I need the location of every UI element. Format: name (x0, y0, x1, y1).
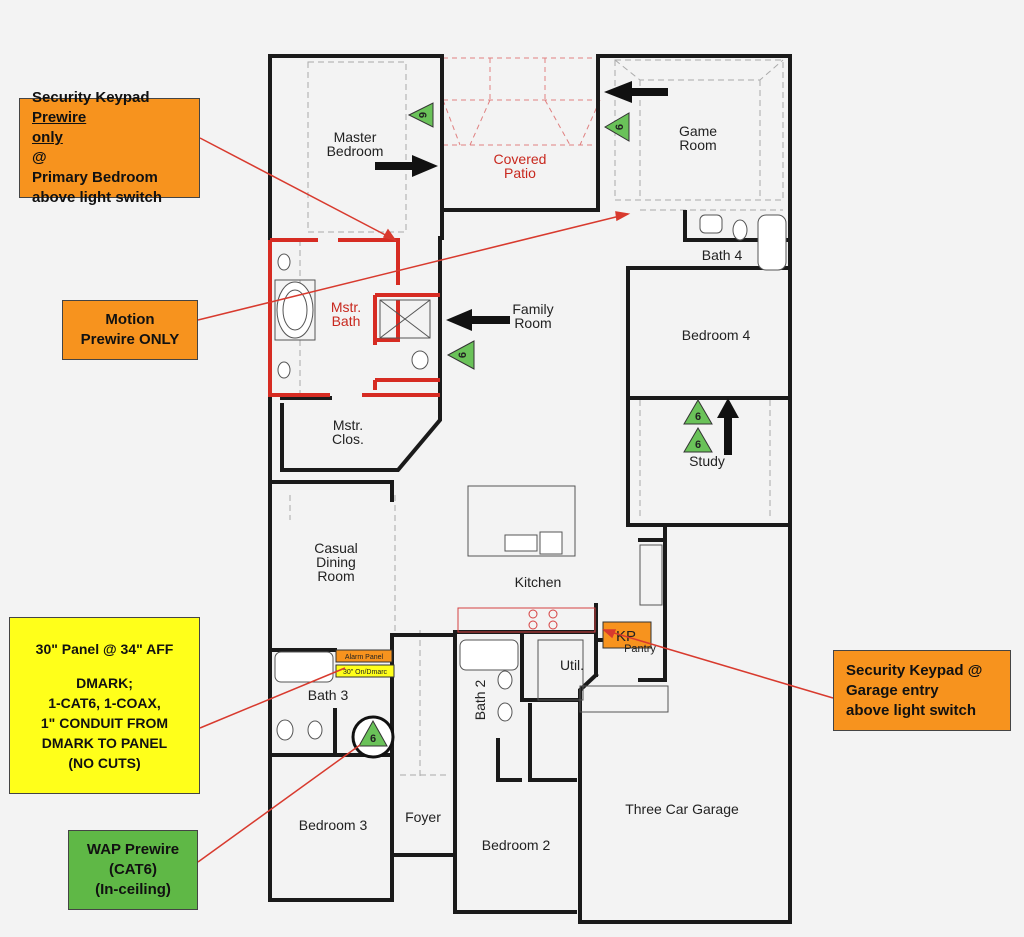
leader-lines (197, 137, 834, 863)
room-master-bedroom-1: Master (334, 129, 377, 145)
callout-line: Prewire ONLY (80, 331, 180, 348)
callout-line: (CAT6) (108, 861, 158, 878)
triangle-marker-icon: 6 (407, 102, 434, 128)
room-covered-patio-2: Patio (504, 165, 536, 181)
callout-line: above light switch (32, 189, 163, 206)
room-mstr-clos-2: Clos. (332, 431, 364, 447)
svg-text:6: 6 (695, 439, 701, 451)
svg-text:6: 6 (416, 112, 428, 118)
arrow-master-right-icon (375, 155, 438, 177)
sensor-markers: 6 6 6 6 6 6 (351, 102, 713, 759)
callout-line: Primary Bedroom (32, 169, 158, 186)
callout-line: DMARK TO PANEL (41, 734, 168, 751)
triangle-marker-icon: 6 (604, 112, 630, 142)
room-covered-patio-1: Covered (494, 151, 547, 167)
svg-text:6: 6 (614, 124, 626, 130)
patio-roof-lines (442, 57, 601, 146)
demarc-label: 30" On/Dmarc (343, 669, 388, 676)
alarm-panel-box (335, 649, 393, 663)
room-bath-4: Bath 4 (702, 247, 743, 263)
room-game-room-1: Game (679, 123, 717, 139)
callout-line: Motion (105, 311, 155, 328)
room-casual-dining-1: Casual (314, 540, 358, 556)
arrow-study-up-icon (717, 398, 739, 455)
triangle-marker-icon: 6 (683, 399, 713, 425)
callout-line: @ (32, 149, 47, 166)
svg-text:6: 6 (695, 411, 701, 423)
room-util: Util. (560, 657, 584, 673)
ceiling-dashed-lines (289, 59, 784, 780)
room-bath-3: Bath 3 (308, 687, 349, 703)
arrow-family-left-icon (446, 309, 510, 331)
room-three-car-garage: Three Car Garage (625, 801, 739, 817)
alarm-panel-label: Alarm Panel (345, 654, 384, 661)
room-mstr-bath-1: Mstr. (331, 299, 361, 315)
direction-arrows (375, 81, 739, 455)
callout-line: (In-ceiling) (95, 881, 171, 898)
room-bedroom-3: Bedroom 3 (299, 817, 368, 833)
room-bedroom-2: Bedroom 2 (482, 837, 551, 853)
room-bedroom-4: Bedroom 4 (682, 327, 751, 343)
callout-line: above light switch (846, 701, 977, 719)
room-casual-dining-2: Dining (316, 554, 356, 570)
room-mstr-bath-2: Bath (332, 313, 361, 329)
triangle-marker-icon: 6 (683, 427, 713, 453)
room-kitchen: Kitchen (515, 574, 562, 590)
callout-line: 30" Panel @ 34" AFF (35, 640, 174, 657)
callout-wap: WAP Prewire (CAT6) (In-ceiling) (68, 830, 198, 910)
callout-line: DMARK; (76, 674, 133, 691)
callout-line: 1-CAT6, 1-COAX, (48, 694, 161, 711)
callout-line: Security Keypad (32, 89, 150, 106)
walls (268, 54, 792, 924)
svg-text:6: 6 (457, 352, 469, 358)
callout-line: Security Keypad @ (846, 661, 983, 679)
room-labels: Master Bedroom Covered Patio Game Room B… (299, 123, 751, 853)
arrow-game-left-icon (604, 81, 668, 103)
callout-security-keypad-garage: Security Keypad @ Garage entry above lig… (833, 650, 1011, 731)
callout-motion: Motion Prewire ONLY (62, 300, 198, 360)
callout-line: (NO CUTS) (68, 754, 141, 771)
room-study: Study (689, 453, 725, 469)
triangle-marker-icon: 6 (446, 340, 475, 370)
callout-line: 1" CONDUIT FROM (40, 714, 169, 731)
room-family-room-1: Family (512, 301, 553, 317)
room-foyer: Foyer (405, 809, 441, 825)
room-family-room-2: Room (514, 315, 551, 331)
callout-panel-dmark: 30" Panel @ 34" AFF DMARK; 1-CAT6, 1-COA… (9, 617, 200, 794)
callout-line-underlined: Prewire (32, 109, 87, 126)
fixtures (274, 214, 787, 741)
callout-line: WAP Prewire (86, 841, 180, 858)
room-casual-dining-3: Room (317, 568, 354, 584)
svg-text:6: 6 (370, 733, 376, 745)
wap-marker-icon: 6 (351, 715, 395, 759)
callout-line: Garage entry (846, 681, 939, 699)
callout-line-underlined: only (32, 129, 63, 146)
callout-security-keypad-primary: Security Keypad Prewire only @ Primary B… (19, 89, 200, 206)
room-pantry: Pantry (624, 643, 656, 655)
room-mstr-clos-1: Mstr. (333, 417, 363, 433)
room-master-bedroom-2: Bedroom (327, 143, 384, 159)
room-game-room-2: Room (679, 137, 716, 153)
room-bath-2: Bath 2 (472, 680, 488, 721)
